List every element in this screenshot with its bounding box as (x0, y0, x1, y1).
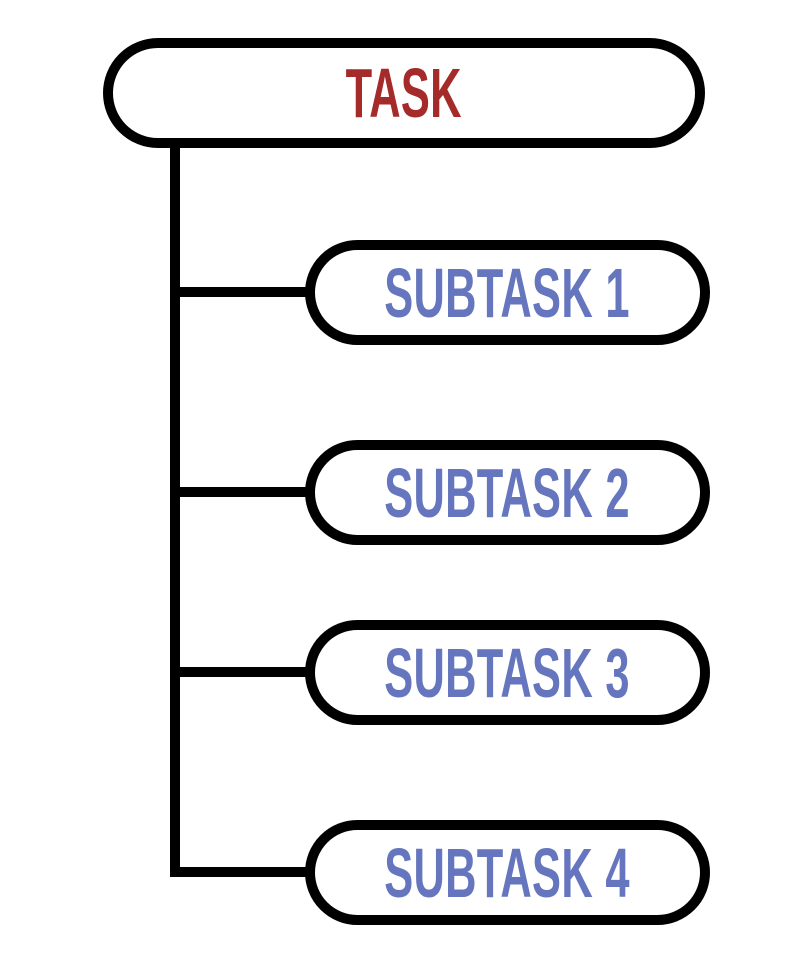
node-subtask-2-label: SUBTASK 2 (384, 453, 631, 532)
node-subtask-1-label: SUBTASK 1 (384, 253, 631, 332)
node-subtask-2[interactable]: SUBTASK 2 (305, 440, 710, 545)
node-task-label: TASK (345, 54, 463, 132)
node-subtask-4[interactable]: SUBTASK 4 (305, 820, 710, 925)
node-subtask-3-label: SUBTASK 3 (384, 633, 631, 712)
node-task[interactable]: TASK (103, 38, 705, 148)
node-subtask-3[interactable]: SUBTASK 3 (305, 620, 710, 725)
node-subtask-1[interactable]: SUBTASK 1 (305, 240, 710, 345)
node-subtask-4-label: SUBTASK 4 (384, 833, 631, 912)
